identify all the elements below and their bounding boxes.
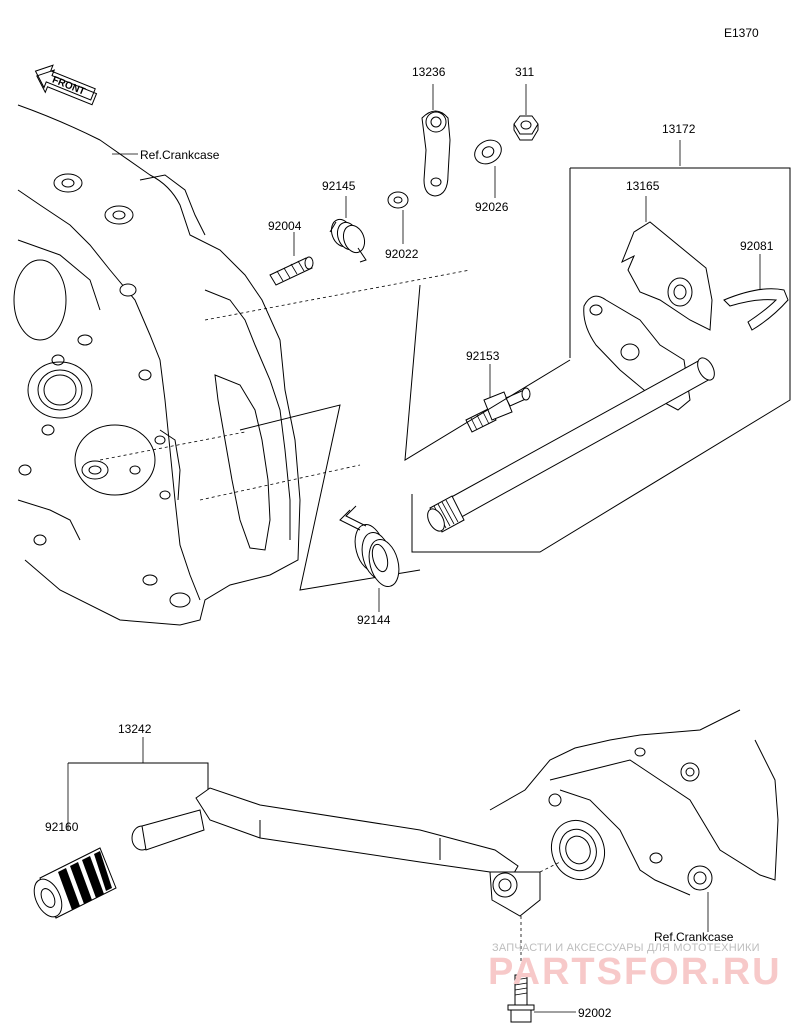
ref-crankcase-top: Ref.Crankcase (140, 148, 220, 162)
pin-92004 (269, 256, 314, 286)
ref-crankcase-bottom: Ref.Crankcase (654, 930, 734, 944)
lever-13236 (421, 110, 451, 197)
bolt-92002 (507, 974, 535, 1023)
watermark-line2: PARTSFOR.RU (488, 951, 782, 993)
spring-92144-frame (239, 404, 421, 591)
pedal-13242 (131, 787, 541, 917)
label-92160: 92160 (45, 820, 79, 834)
washer-92022 (387, 191, 409, 209)
diagram-code: E1370 (724, 26, 759, 40)
centerline-2 (99, 431, 246, 461)
spring-92145 (329, 218, 367, 263)
centerline-1 (204, 269, 471, 321)
label-13236: 13236 (412, 65, 446, 79)
label-92026: 92026 (475, 200, 509, 214)
shift-shaft (427, 295, 715, 533)
label-92153: 92153 (466, 349, 500, 363)
label-92004: 92004 (268, 219, 302, 233)
label-92144: 92144 (357, 613, 391, 627)
rubber-92160 (33, 847, 117, 919)
pedal-13242-bracket (68, 762, 209, 790)
crankcase-upper (13, 104, 301, 626)
crankcase-lower (489, 709, 779, 896)
label-13242: 13242 (118, 722, 152, 736)
watermark-line1: ЗАПЧАСТИ И АКСЕССУАРЫ ДЛЯ МОТОТЕХНИКИ (492, 942, 760, 954)
spring-92144 (339, 505, 400, 587)
label-311: 311 (515, 65, 534, 79)
front-arrow-icon: FRONT (34, 64, 98, 106)
label-92145: 92145 (322, 179, 356, 193)
stud-92153 (465, 387, 531, 433)
plate-13165 (621, 221, 713, 331)
washer-92026 (474, 139, 502, 165)
centerline-3 (199, 464, 361, 501)
shaft-frame (404, 284, 571, 461)
nut-311 (513, 115, 539, 141)
label-13172: 13172 (662, 122, 696, 136)
bracket-13172-outline (411, 167, 791, 553)
label-92002: 92002 (578, 1006, 612, 1020)
label-92022: 92022 (385, 247, 419, 261)
label-92081: 92081 (740, 239, 774, 253)
clip-92081 (723, 288, 789, 331)
centerline-4 (539, 861, 561, 873)
label-13165: 13165 (626, 179, 660, 193)
